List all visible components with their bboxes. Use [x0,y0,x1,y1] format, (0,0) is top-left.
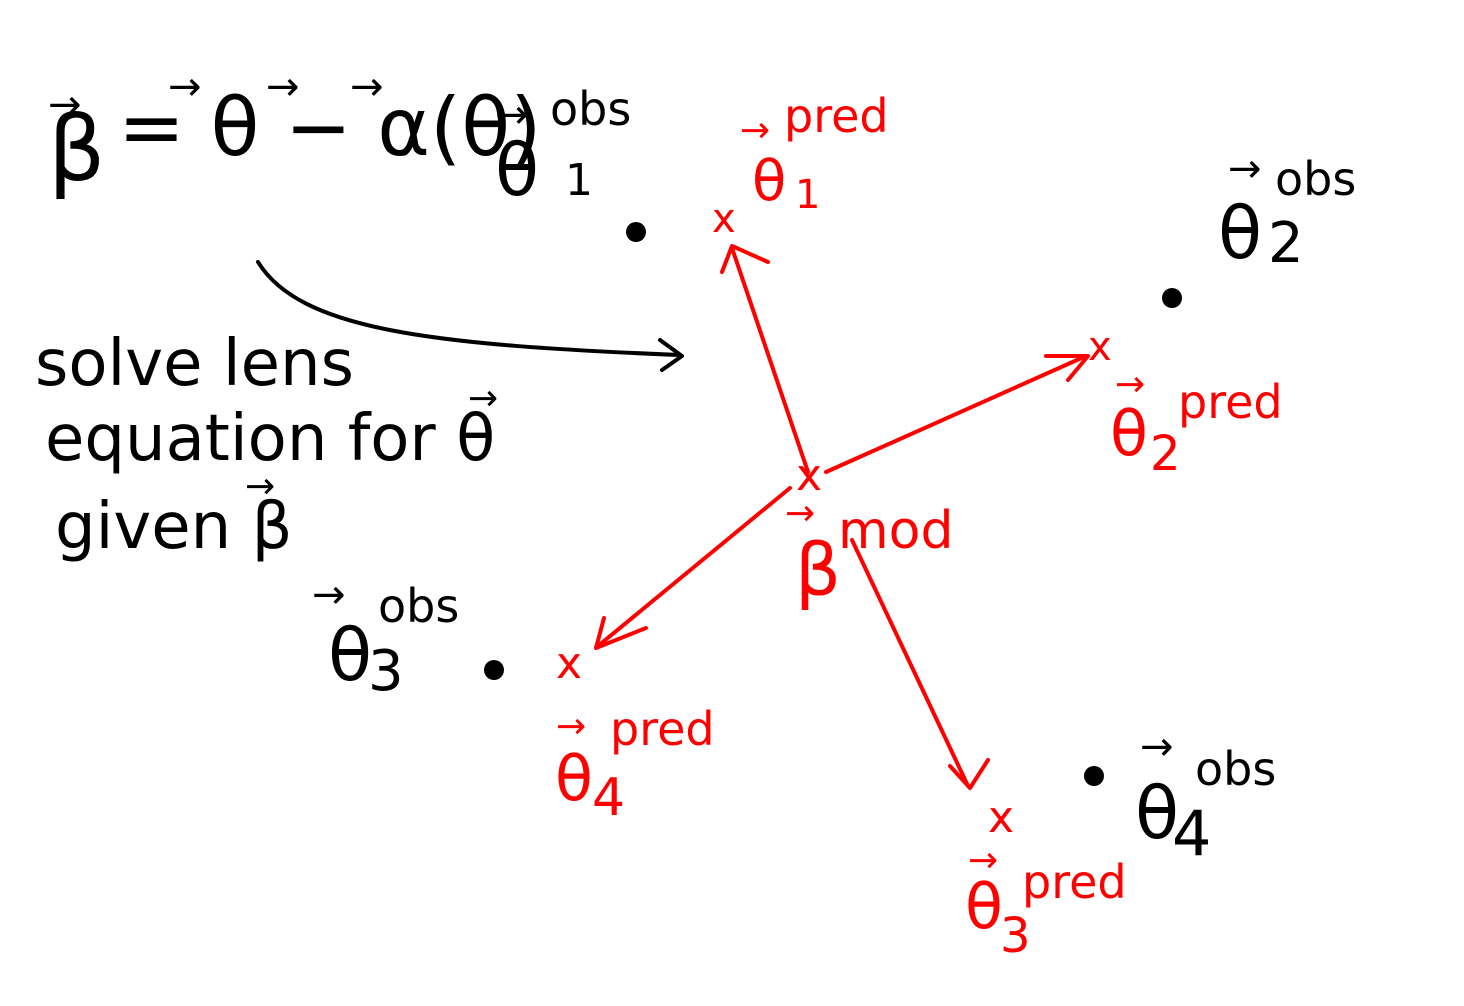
source-cross: x [796,450,822,501]
observed-dot [626,222,646,242]
predicted-cross: x [712,196,736,242]
predicted-cross: x [556,638,582,689]
observed-image-2: θ 2 obs → [1162,146,1356,308]
vector-arrow-icon: → [350,64,384,110]
solve-note: solve lens equation for θ → given β → [35,327,498,564]
vector-arrow-icon: → [245,466,275,507]
observed-sup: obs [378,579,459,633]
arrowhead [948,758,990,790]
source-sup: mod [838,501,953,561]
observed-sup: obs [550,82,631,136]
arrow-to-pred-3 [850,538,970,788]
vector-arrow-icon: → [312,572,346,618]
predicted-sup: pred [784,89,889,143]
equation-beta: β [48,97,105,202]
model-source: x β mod → [785,450,953,612]
vector-arrow-icon: → [1140,724,1174,770]
predicted-sub: 1 [795,172,820,218]
vector-arrow-icon: → [1228,146,1262,192]
observed-dot [1084,766,1104,786]
note-line-1: solve lens [35,327,354,401]
observed-sub: 3 [368,639,404,704]
observed-image-1: θ 1 obs → [495,82,646,242]
vector-arrow-icon: → [968,840,998,881]
predicted-sup: pred [1178,375,1283,429]
predicted-image-3: x θ 3 pred → [965,792,1127,964]
arrow-to-pred-4 [596,486,792,648]
predicted-theta: θ [1110,397,1148,470]
arrowhead [594,616,648,650]
equation-rhs: = θ − α(θ) [118,81,541,174]
observed-theta: θ [328,613,372,697]
vector-arrow-icon: → [1115,364,1145,405]
observed-image-3: θ 3 obs → [312,572,504,704]
vector-arrow-icon: → [556,706,586,747]
vector-arrow-icon: → [168,64,202,110]
predicted-theta: θ [965,870,1003,943]
predicted-sub: 4 [592,768,625,828]
note-line-2: equation for θ [45,402,495,476]
observed-image-4: θ 4 obs → [1084,724,1276,870]
observed-dot [1162,288,1182,308]
predicted-sub: 2 [1150,426,1181,482]
vector-arrow-icon: → [266,64,300,110]
predicted-cross: x [1088,324,1112,370]
vector-arrow-icon: → [468,378,498,419]
lens-equation: β → = θ − α(θ) → → → [48,64,541,202]
observed-dot [484,660,504,680]
predicted-sub: 3 [1000,908,1031,964]
observed-theta: θ [495,128,539,212]
arrow-to-pred-1 [730,246,810,474]
observed-sub: 2 [1268,211,1304,276]
observed-sub: 1 [565,155,593,206]
source-beta: β [795,528,841,612]
predicted-image-1: x θ 1 pred → [712,89,889,242]
observed-theta: θ [1135,771,1179,855]
vector-arrow-icon: → [48,82,82,128]
arrowhead [1044,354,1090,382]
predicted-cross: x [988,792,1014,843]
predicted-image-4: x θ 4 pred → [555,638,715,828]
predicted-sup: pred [1022,855,1127,909]
predicted-theta: θ [752,149,786,214]
arrowhead [720,244,770,274]
predicted-image-2: x θ 2 pred → [1088,324,1283,482]
observed-sup: obs [1195,742,1276,796]
vector-arrow-icon: → [740,110,770,151]
note-line-3: given β [55,490,292,564]
observed-theta: θ [1218,191,1262,275]
arrow-to-pred-2 [824,354,1088,474]
predicted-theta: θ [555,742,593,815]
observed-sup: obs [1275,152,1356,206]
vector-arrow-icon: → [495,92,529,138]
vector-arrow-icon: → [785,493,815,534]
predicted-sup: pred [610,702,715,756]
observed-sub: 4 [1172,797,1211,870]
note-arrow [256,260,684,372]
prediction-arrows [594,244,1090,790]
